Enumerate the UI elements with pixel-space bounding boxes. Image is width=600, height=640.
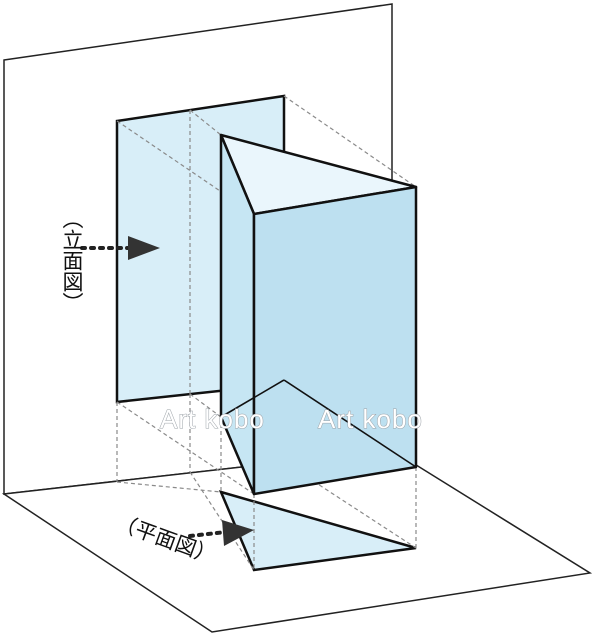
plan-arrow	[188, 520, 254, 546]
watermark-right: Art kobo	[318, 404, 423, 434]
elevation-label: （立面図）	[60, 208, 84, 313]
triangular-prism	[219, 133, 418, 496]
watermark-left: Art kobo	[160, 404, 265, 434]
prism-front-face	[252, 185, 418, 496]
prism-hidden-edges	[220, 379, 417, 468]
elevation-arrow	[80, 236, 160, 260]
